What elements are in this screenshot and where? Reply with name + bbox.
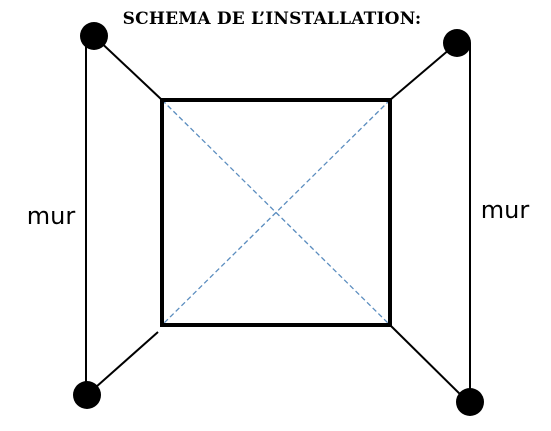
connector-bottom-left — [86, 331, 159, 396]
anchor-point-bottom-right — [456, 388, 484, 416]
connector-top-left — [93, 35, 163, 101]
connector-top-right — [389, 42, 458, 101]
left-wall-label-bg — [24, 198, 82, 232]
connector-bottom-right — [389, 324, 469, 403]
anchor-point-top-right — [443, 29, 471, 57]
right-wall-label-bg — [474, 192, 536, 226]
anchor-point-top-left — [80, 22, 108, 50]
square-frame — [160, 98, 392, 327]
anchor-point-bottom-left — [73, 381, 101, 409]
diagram-title: SCHEMA DE L’INSTALLATION: — [123, 9, 422, 29]
right-wall-label: mur — [481, 196, 530, 224]
left-wall-label: mur — [27, 202, 76, 230]
diagonal-line-2 — [161, 99, 391, 326]
